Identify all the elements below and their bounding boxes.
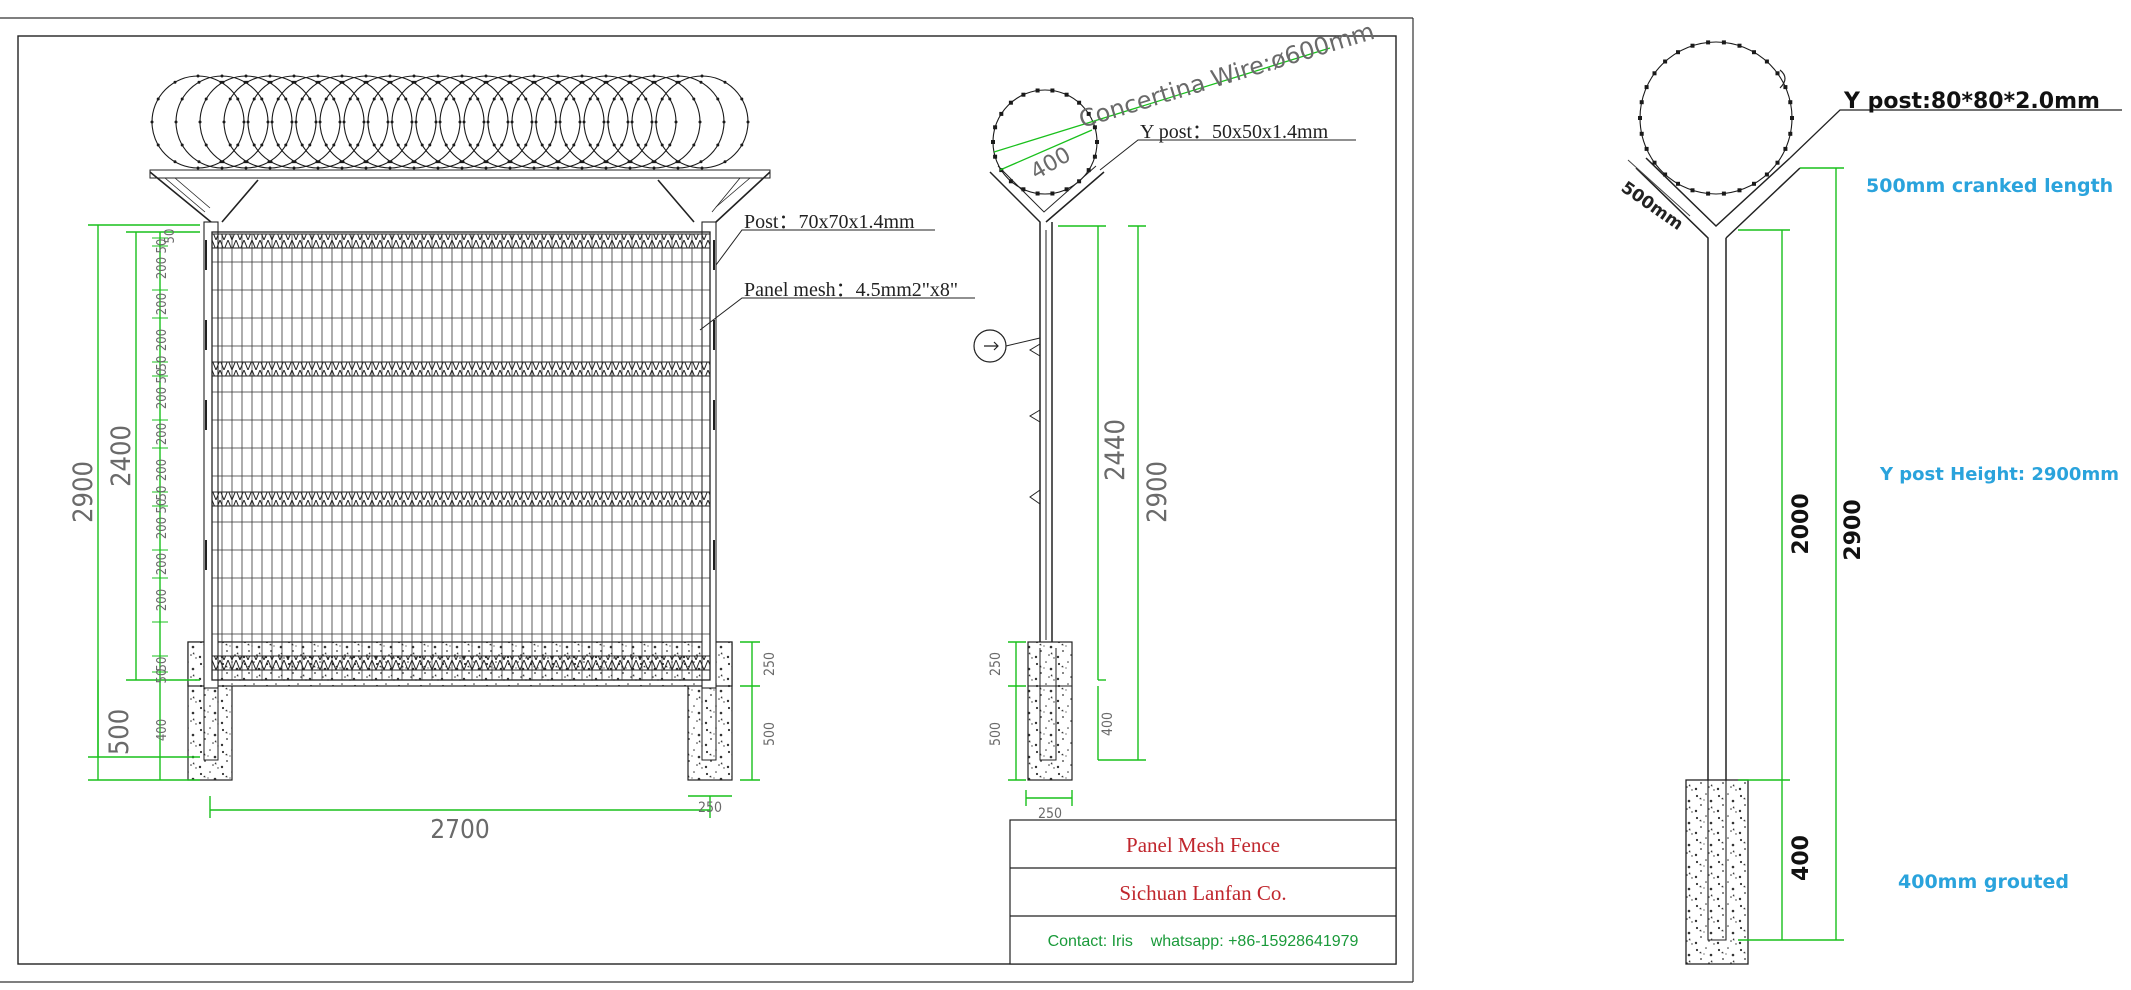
concertina-wire (150, 74, 750, 170)
title-block-company: Sichuan Lanfan Co. (1119, 881, 1286, 905)
sheet-frame (0, 17, 1414, 983)
side-view: Concertina Wire:ø600mm 400 Y post：50x50x… (973, 17, 1378, 822)
detail-label-ypost: Y post:80*80*2.0mm (1843, 89, 2100, 114)
detail-dim-above: 2000 (1789, 493, 1814, 554)
front-view (149, 74, 771, 781)
front-dimensions: 2900 2400 500 50502002002005050200200200… (68, 211, 975, 845)
title-block: Panel Mesh Fence Sichuan Lanfan Co. Cont… (1009, 819, 1397, 965)
dim-footing-top: 250 (762, 652, 778, 676)
label-concertina-wire: Concertina Wire:ø600mm (1076, 17, 1378, 134)
panel-mesh (211, 231, 711, 681)
dim-footing-depth: 500 (762, 722, 778, 746)
dim-segment: 200 (155, 329, 170, 351)
detail-footing (1685, 779, 1749, 965)
right-post (701, 221, 717, 689)
dim-segment: 200 (155, 589, 170, 611)
dim-side-footing-width: 250 (1038, 806, 1062, 822)
left-post (203, 221, 219, 689)
dim-segment: 50 (155, 499, 170, 514)
dim-front-foundation: 500 (104, 709, 135, 755)
dim-segment: 200 (155, 459, 170, 481)
dim-segment: 200 (155, 257, 170, 279)
dim-segment: 400 (155, 719, 170, 741)
dim-segment: 200 (155, 553, 170, 575)
dim-side-embed: 400 (1100, 712, 1116, 736)
label-post: Post：70x70x1.4mm (744, 211, 915, 233)
dim-side-footing-top: 250 (988, 652, 1004, 676)
dim-segment: 200 (155, 423, 170, 445)
dim-side-footing-bottom: 500 (988, 722, 1004, 746)
title-block-contact: Contact: Iris whatsapp: +86-15928641979 (1048, 933, 1359, 950)
dim-front-width: 2700 (430, 815, 490, 845)
note-ypost-height: Y post Height: 2900mm (1879, 464, 2119, 485)
dim-side-arm: 400 (1027, 143, 1076, 186)
dim-side-total: 2900 (1142, 461, 1173, 523)
detail-wire-coil (1639, 41, 1793, 195)
label-panel-mesh: Panel mesh：4.5mm2"x8" (744, 279, 958, 301)
dim-segment: 200 (155, 517, 170, 539)
detail-dim-grout: 400 (1789, 835, 1814, 881)
dim-side-panel: 2440 (1100, 419, 1131, 481)
dim-footing-width: 250 (698, 800, 722, 816)
dim-segment: 50 (155, 356, 170, 371)
note-grouted: 400mm grouted (1898, 871, 2069, 893)
label-side-ypost: Y post：50x50x1.4mm (1140, 121, 1329, 143)
dim-segment: 200 (155, 387, 170, 409)
dim-front-total-height: 2900 (68, 461, 99, 523)
detail-dim-total: 2900 (1841, 499, 1866, 560)
dim-segment: 50 (155, 657, 170, 672)
title-block-title: Panel Mesh Fence (1126, 833, 1280, 857)
dim-segment: 50 (163, 229, 178, 244)
dim-segment: 50 (155, 669, 170, 684)
dim-segment: 50 (155, 369, 170, 384)
ypost-detail: Y post:80*80*2.0mm 500mm 2000 2900 400 5… (1617, 40, 2122, 965)
dim-segment: 50 (155, 239, 170, 254)
note-cranked-length: 500mm cranked length (1866, 175, 2113, 197)
dim-segment: 50 (155, 486, 170, 501)
dim-segment: 200 (155, 293, 170, 315)
dim-front-panel-height: 2400 (106, 425, 137, 487)
